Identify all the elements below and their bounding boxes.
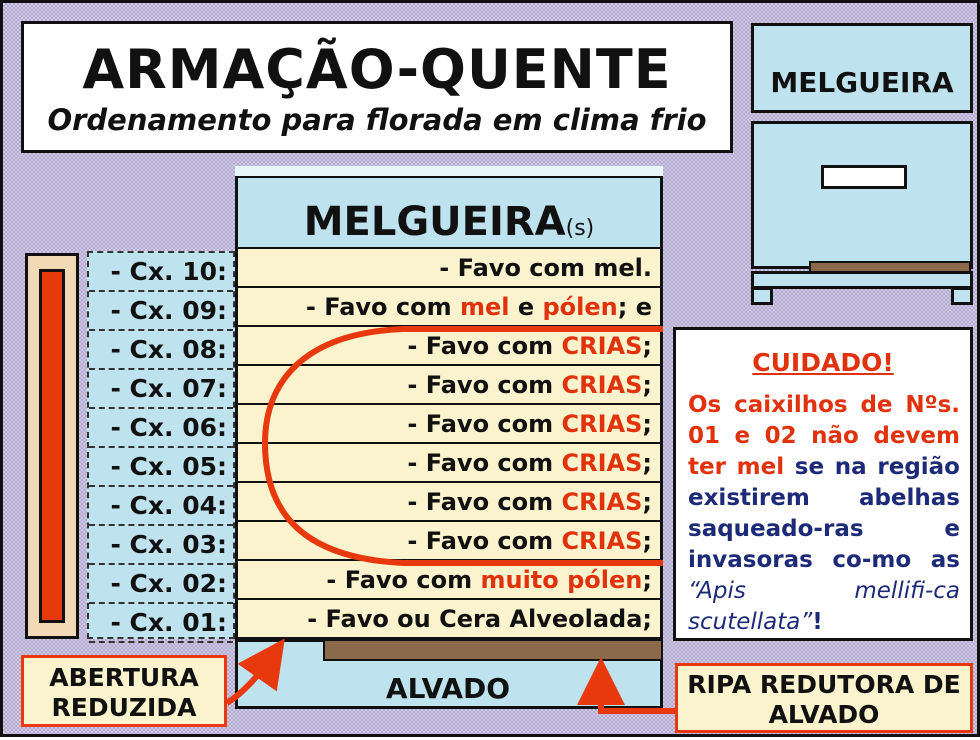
frame-id-label: - Cx. 03:: [89, 526, 233, 565]
alvado-label: ALVADO: [385, 672, 511, 705]
frame-text: ;: [642, 410, 652, 438]
frame-highlight-text: CRIAS: [561, 527, 643, 555]
brood-loop-line: [261, 326, 663, 566]
frame-row: - Favo com muito pólen;: [238, 561, 660, 600]
frame-text: ; e: [617, 293, 652, 321]
frame-text: - Favo ou Cera Alveolada;: [307, 605, 652, 633]
frame-highlight-text: CRIAS: [561, 371, 643, 399]
frame-row: - Favo com CRIAS;: [238, 483, 660, 522]
frame-text: ;: [642, 449, 652, 477]
diagram-title: ARMAÇÃO-QUENTE: [82, 38, 672, 101]
frame-row: - Favo com CRIAS;: [238, 522, 660, 561]
frame-text: - Favo com: [326, 566, 481, 594]
frame-highlight-text: CRIAS: [561, 332, 643, 360]
frame-id-label: - Cx. 08:: [89, 331, 233, 370]
frame-highlight-text: CRIAS: [561, 410, 643, 438]
label-abertura-reduzida: ABERTURA REDUZIDA: [21, 655, 227, 727]
side-super-label: MELGUEIRA: [770, 66, 954, 99]
side-hive-leg-right: [951, 287, 973, 305]
frame-id-label: - Cx. 01:: [89, 604, 233, 643]
ripa-redutora-strip: [323, 639, 663, 661]
brood-bar: [39, 269, 65, 623]
diagram-subtitle: Ordenamento para florada em clima frio: [47, 103, 707, 137]
caution-text-part: se na região existirem abelhas saqueado-…: [688, 454, 960, 573]
frame-row: - Favo ou Cera Alveolada;: [238, 600, 660, 639]
frame-text: - Favo com: [305, 293, 460, 321]
side-super-box: MELGUEIRA: [751, 23, 973, 113]
frame-text: ;: [642, 488, 652, 516]
frame-text: - Favo com: [407, 410, 562, 438]
arrow-abertura: [225, 638, 285, 706]
frame-id-label: - Cx. 05:: [89, 448, 233, 487]
frame-row: - Favo com mel.: [238, 249, 660, 288]
frame-id-label: - Cx. 06:: [89, 409, 233, 448]
title-box: ARMAÇÃO-QUENTE Ordenamento para florada …: [21, 21, 733, 153]
arrow-ripa: [577, 657, 675, 714]
frame-text: ;: [642, 527, 652, 555]
frame-text: - Favo com: [407, 488, 562, 516]
frame-text: - Favo com mel.: [439, 254, 652, 282]
side-hive-leg-left: [751, 287, 773, 305]
hive-super-lid: [235, 166, 663, 178]
frame-text: ;: [642, 566, 652, 594]
caution-text-part: “Apis mellifi-ca scutellata”: [688, 578, 960, 635]
hive-super: MELGUEIRA(s): [235, 166, 663, 250]
side-hive-base: [751, 271, 973, 289]
frames-column: - Favo com mel. - Favo com mel e pólen; e…: [235, 249, 663, 639]
frame-text: - Favo com: [407, 371, 562, 399]
frame-id-label: - Cx. 09:: [89, 292, 233, 331]
frame-id-column: - Cx. 10:- Cx. 09:- Cx. 08:- Cx. 07:- Cx…: [87, 251, 235, 643]
frame-text: e: [509, 293, 543, 321]
frame-row: - Favo com CRIAS;: [238, 327, 660, 366]
frame-text: - Favo com: [407, 527, 562, 555]
frame-row: - Favo com mel e pólen; e: [238, 288, 660, 327]
frame-text: - Favo com: [407, 449, 562, 477]
frame-text: - Favo com: [407, 332, 562, 360]
frame-row: - Favo com CRIAS;: [238, 405, 660, 444]
frame-text: ;: [642, 371, 652, 399]
frame-id-label: - Cx. 10:: [89, 253, 233, 292]
frame-highlight-text: pólen: [542, 293, 618, 321]
frame-id-label: - Cx. 02:: [89, 565, 233, 604]
frame-id-label: - Cx. 07:: [89, 370, 233, 409]
arrows-overlay: [225, 326, 675, 714]
caution-text: Os caixilhos de Nºs. 01 e 02 não devem t…: [688, 390, 960, 638]
hive-super-label: MELGUEIRA(s): [303, 199, 595, 245]
frame-row: - Favo com CRIAS;: [238, 366, 660, 405]
frame-id-label: - Cx. 04:: [89, 487, 233, 526]
caution-text-part: !: [812, 609, 823, 635]
frame-highlight-text: CRIAS: [561, 488, 643, 516]
frame-text: ;: [642, 332, 652, 360]
caution-title: CUIDADO!: [752, 348, 894, 377]
caution-box: CUIDADO! Os caixilhos de Nºs. 01 e 02 nã…: [673, 327, 973, 641]
frame-row: - Favo com CRIAS;: [238, 444, 660, 483]
label-ripa-redutora: RIPA REDUTORA DE ALVADO: [675, 663, 973, 733]
frame-highlight-text: mel: [459, 293, 510, 321]
frame-highlight-text: muito pólen: [480, 566, 643, 594]
frame-highlight-text: CRIAS: [561, 449, 643, 477]
caution-text-part: Os caixilhos de Nºs. 01 e 02 não devem t…: [688, 392, 960, 480]
side-hive-slot: [821, 165, 907, 189]
